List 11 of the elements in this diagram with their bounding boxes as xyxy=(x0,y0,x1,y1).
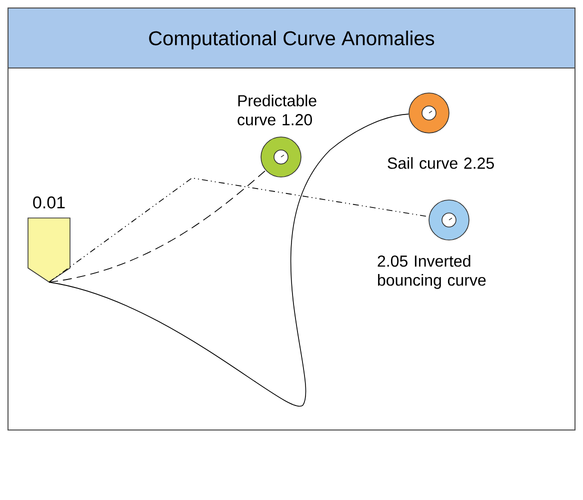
pencil-shape xyxy=(28,218,70,282)
value-label: 0.01 xyxy=(33,196,65,208)
title-band: Computational Curve Anomalies xyxy=(8,8,576,68)
curve-label: Predictable curve 1.20 xyxy=(238,94,316,126)
curve-label: Sail curve 2.25 xyxy=(388,157,494,169)
ring-marker xyxy=(408,92,450,134)
ring-marker xyxy=(428,200,470,240)
ring-marker xyxy=(260,136,302,178)
curve-line xyxy=(48,170,266,283)
curve-label: 2.05 Inverted bouncing curve xyxy=(378,255,486,289)
curve-line xyxy=(48,114,410,406)
